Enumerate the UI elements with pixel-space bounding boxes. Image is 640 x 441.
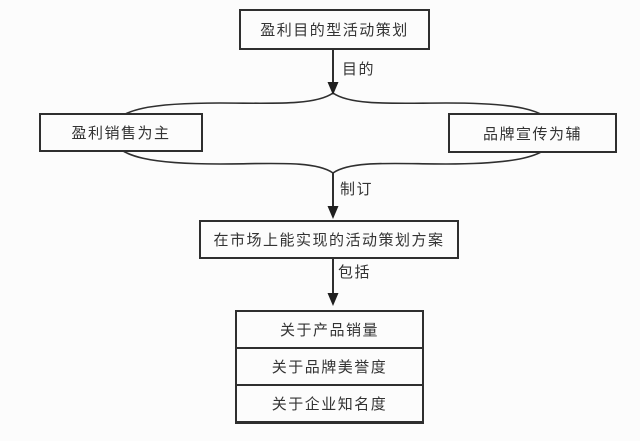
edge-label-formulate: 制订 <box>340 182 374 198</box>
node-plan-label: 在市场上能实现的活动策划方案 <box>213 233 445 249</box>
node-plan: 在市场上能实现的活动策划方案 <box>199 220 459 259</box>
item-row-company-awareness-label: 关于企业知名度 <box>271 397 388 413</box>
edge-label-include: 包括 <box>338 265 372 281</box>
item-row-product-sales: 关于产品销量 <box>237 312 422 349</box>
edge-purpose-arrowhead <box>327 82 339 95</box>
item-stack: 关于产品销量 关于品牌美誉度 关于企业知名度 <box>235 310 424 424</box>
node-branch-right-label: 品牌宣传为辅 <box>482 126 582 143</box>
node-root-label: 盈利目的型活动策划 <box>260 23 409 39</box>
edge-include-arrowhead <box>327 293 339 306</box>
item-row-brand-reputation: 关于品牌美誉度 <box>237 349 422 386</box>
edge-label-purpose: 目的 <box>342 62 376 78</box>
edge-formulate-arrowhead <box>327 206 339 219</box>
node-branch-right: 品牌宣传为辅 <box>448 113 617 153</box>
node-root: 盈利目的型活动策划 <box>239 9 430 50</box>
item-row-company-awareness: 关于企业知名度 <box>237 386 422 421</box>
node-branch-left: 盈利销售为主 <box>39 113 203 152</box>
item-row-product-sales-label: 关于产品销量 <box>279 323 379 339</box>
node-branch-left-label: 盈利销售为主 <box>71 126 171 142</box>
item-row-brand-reputation-label: 关于品牌美誉度 <box>271 360 388 376</box>
